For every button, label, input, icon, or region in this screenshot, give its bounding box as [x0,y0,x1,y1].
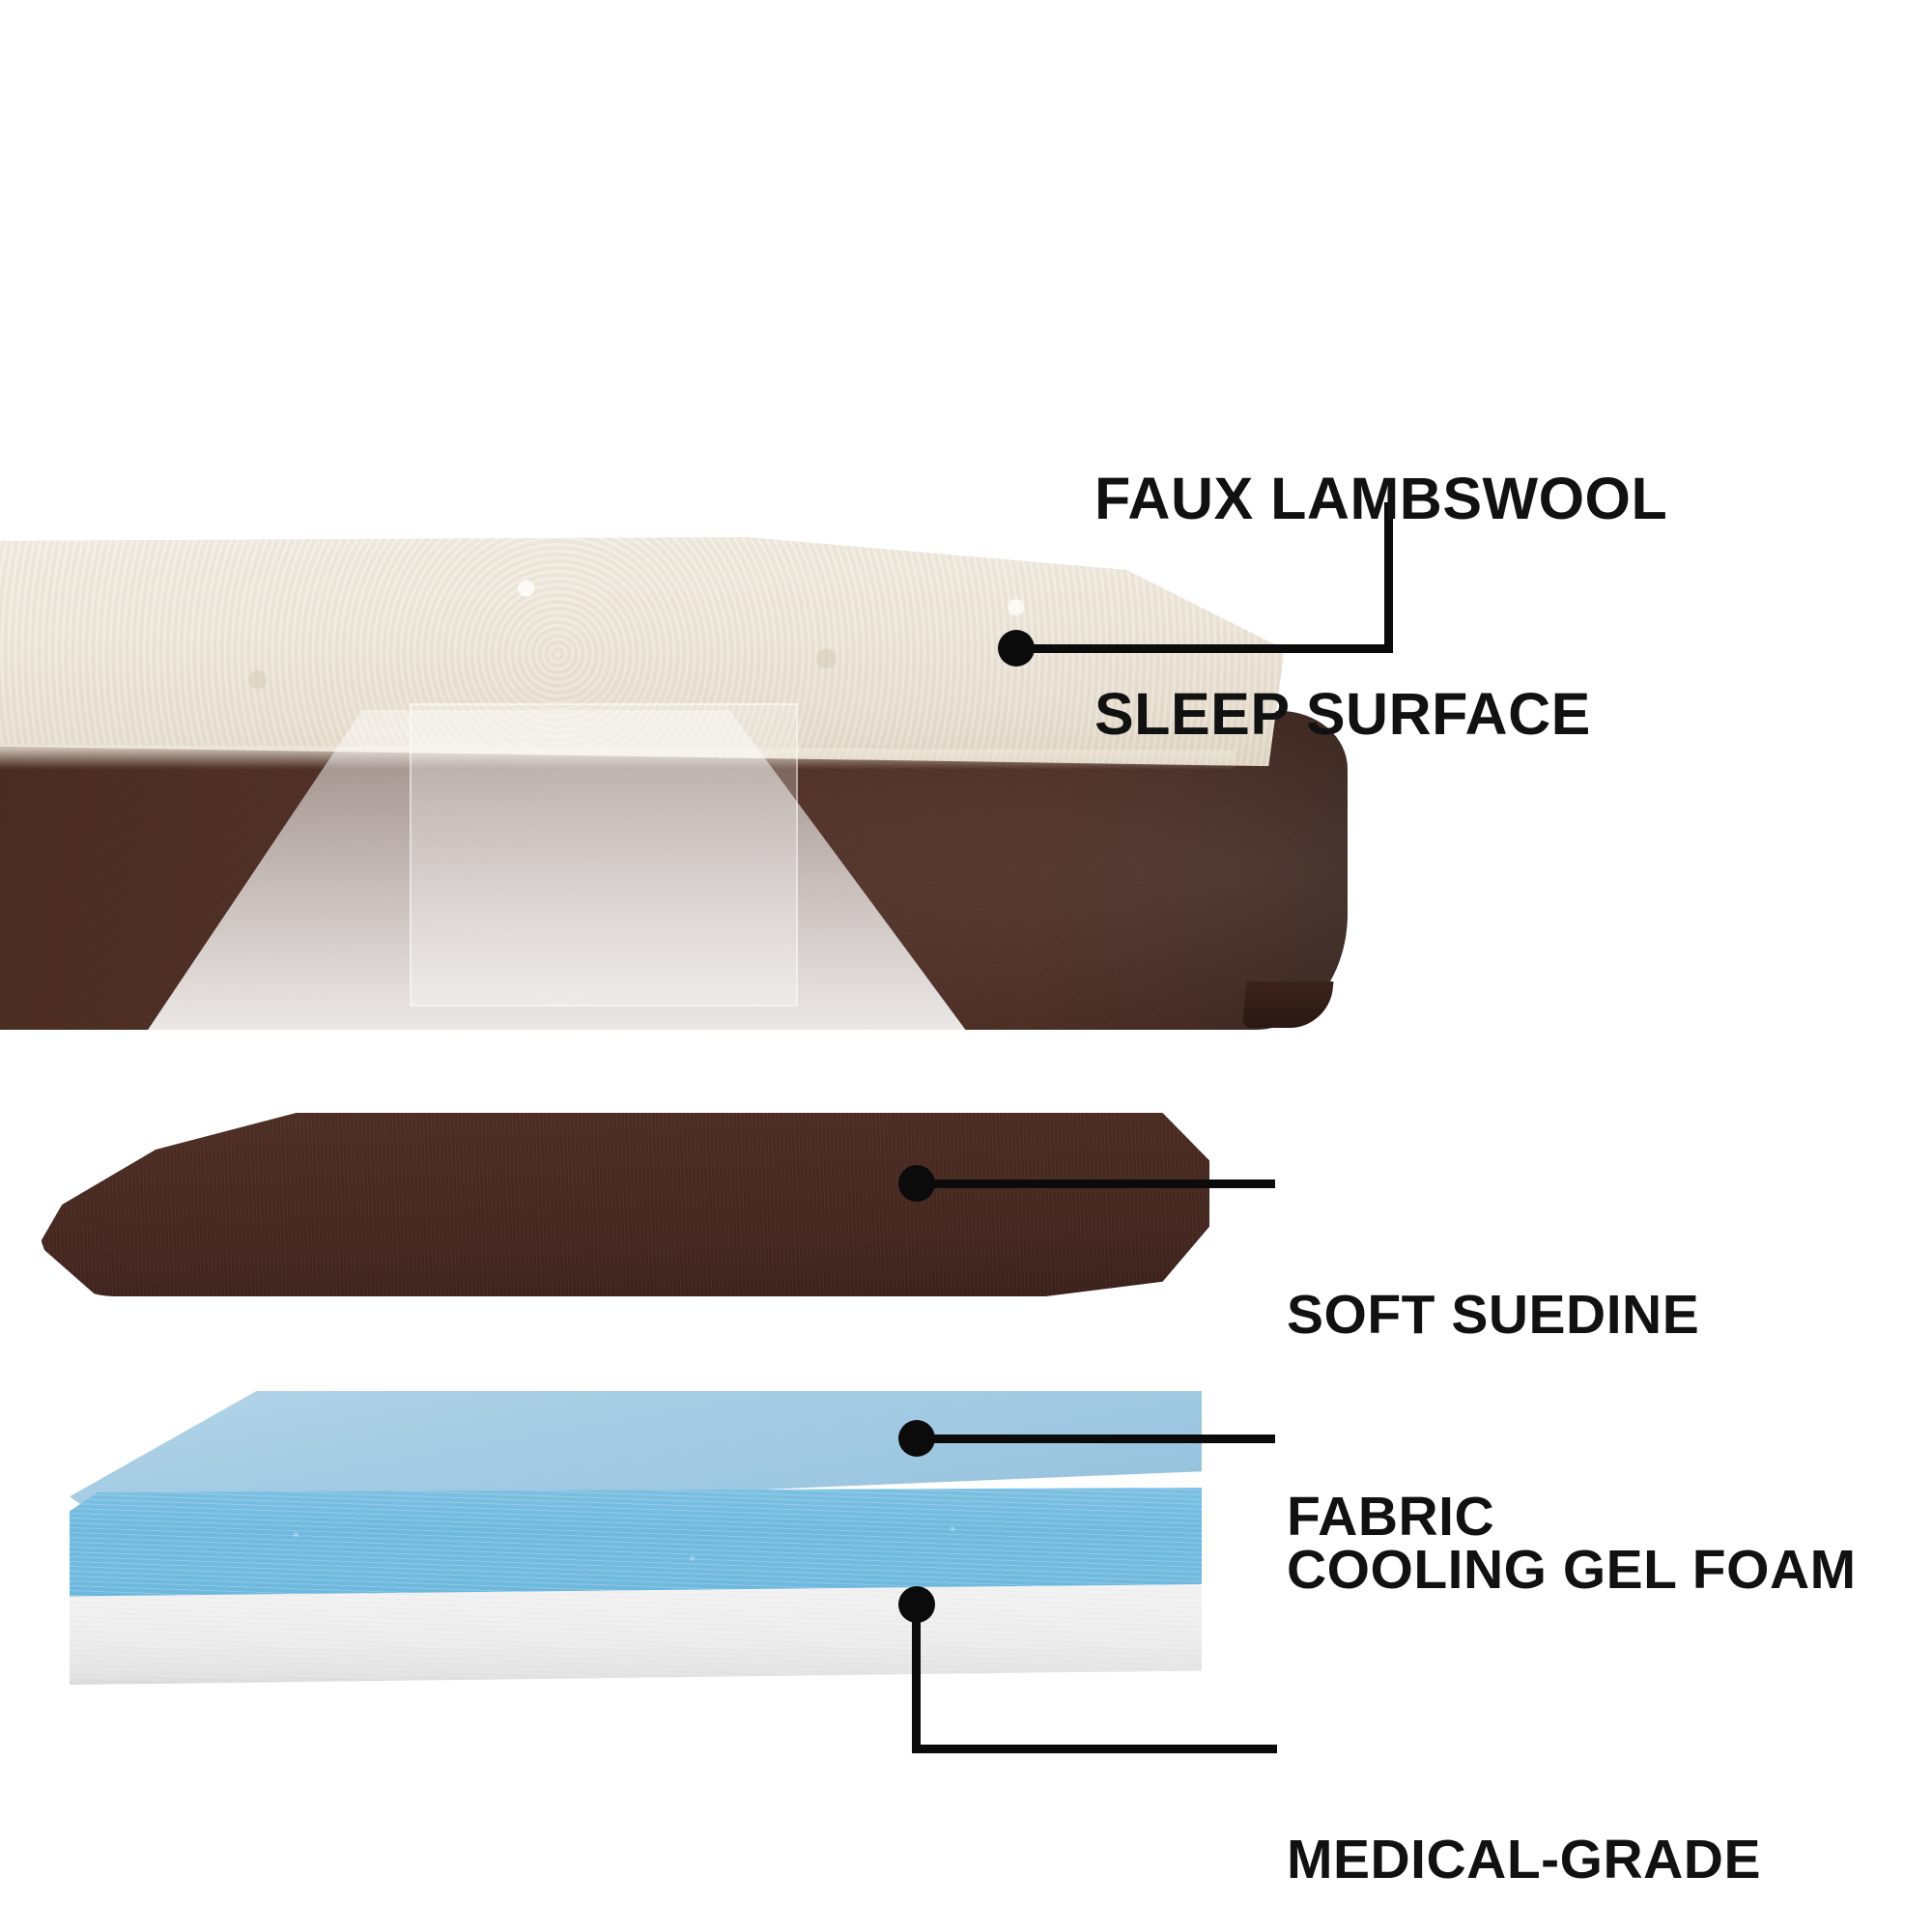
gel-foam-front-face [70,1488,1202,1605]
callout-leader-line-faux-lambswool-horizontal [1014,644,1393,653]
bed-fabric-tuck-detail [1241,981,1334,1028]
callout-label-faux-lambswool: FAUX LAMBSWOOL SLEEP SURFACE [1094,319,1667,894]
callout-label-soft-suedine-line2: FABRIC [1287,1485,1495,1548]
callout-leader-line-support-foam-horizontal [912,1745,1277,1753]
callout-label-cooling-gel-foam-line1: COOLING GEL FOAM [1287,1539,1857,1602]
suedine-cover-body [39,1113,1209,1296]
callout-label-support-foam-line1: MEDICAL-GRADE [1287,1829,1761,1891]
callout-label-cooling-gel-foam: COOLING GEL FOAM [1287,1403,1857,1739]
suedine-cover-layer [39,1113,1209,1296]
support-foam-front-face [70,1584,1202,1685]
callout-label-medical-grade-support-foam: MEDICAL-GRADE SUPPORT FOAM [1287,1692,1761,1932]
callout-leader-line-support-foam-vertical [912,1604,921,1753]
callout-label-soft-suedine: SOFT SUEDINE FABRIC [1287,1148,1699,1685]
callout-label-faux-lambswool-line2: SLEEP SURFACE [1094,681,1591,748]
callout-label-soft-suedine-line1: SOFT SUEDINE [1287,1284,1700,1347]
callout-leader-line-cooling-gel-foam [916,1435,1275,1443]
callout-leader-line-soft-suedine [916,1179,1275,1188]
callout-label-faux-lambswool-line1: FAUX LAMBSWOOL [1094,465,1668,531]
callout-leader-line-faux-lambswool-vertical [1384,502,1393,653]
foam-core-block [70,1391,1202,1685]
